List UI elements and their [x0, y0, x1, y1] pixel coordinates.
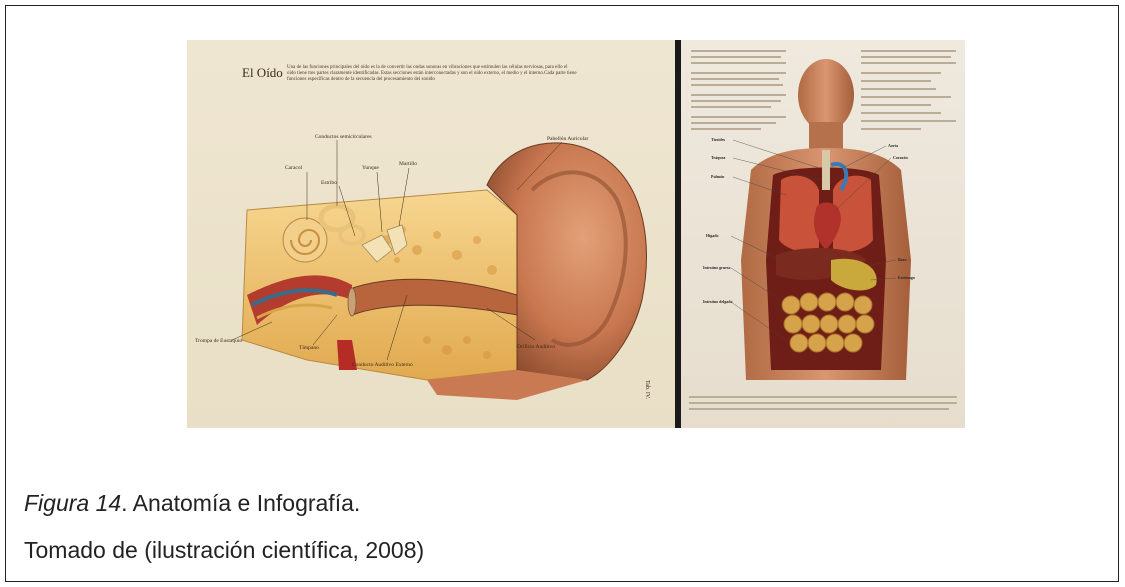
- label-tiroides: Tiroides: [711, 137, 725, 142]
- label-orificio: Orificio Auditivo: [517, 344, 555, 350]
- figure-source: Tomado de (ilustración científica, 2008): [24, 537, 424, 564]
- label-caracol: Caracol: [285, 165, 302, 171]
- label-conducto-externo: Conducto Auditivo Externo: [352, 362, 413, 368]
- label-conductos: Conductos semicirculares: [315, 134, 372, 140]
- label-intestino-delgado: Intestino delgado: [703, 299, 733, 304]
- figure-image: El Oído Una de las funciones principales…: [187, 40, 965, 428]
- torso-plate: Tiroides Tráquea Pulmón Aorta Corazón Hí…: [681, 40, 965, 428]
- label-aorta: Aorta: [888, 143, 898, 148]
- ear-illustration: [187, 40, 675, 428]
- label-intestino-grueso: Intestino grueso: [703, 265, 733, 270]
- figure-label: Figura 14: [24, 490, 121, 516]
- figure-caption-text: . Anatomía e Infografía.: [121, 490, 360, 516]
- ear-plate: El Oído Una de las funciones principales…: [187, 40, 675, 428]
- label-yunque: Yunque: [362, 165, 379, 171]
- plate-tab-number: Tab. IV.: [644, 380, 650, 399]
- label-corazon: Corazón: [893, 155, 908, 160]
- ear-description: Una de las funciones principales del oíd…: [287, 65, 577, 83]
- label-pabellon: Pabellón Auricular: [547, 136, 588, 142]
- label-traquea: Tráquea: [711, 155, 725, 160]
- label-bazo: Bazo: [898, 257, 906, 262]
- label-higado: Hígado: [706, 233, 718, 238]
- figure-caption: Figura 14. Anatomía e Infografía.: [24, 490, 360, 517]
- label-estribo: Estribo: [321, 180, 337, 186]
- label-pulmon: Pulmón: [711, 174, 724, 179]
- ear-title: El Oído: [242, 65, 283, 81]
- label-timpano: Tímpano: [299, 345, 319, 351]
- label-estomago: Estómago: [898, 275, 915, 280]
- torso-illustration: [681, 40, 965, 428]
- label-trompa: Trompa de Eustaquio: [195, 338, 242, 344]
- label-martillo: Martillo: [399, 161, 417, 167]
